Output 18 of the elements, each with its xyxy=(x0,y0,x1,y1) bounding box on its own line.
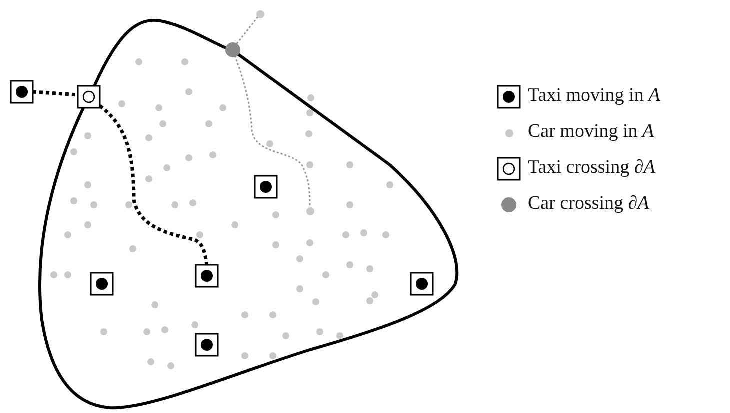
car-dot xyxy=(306,206,314,216)
taxi-marker xyxy=(195,264,219,288)
taxi-marker xyxy=(10,80,34,104)
car-trajectory xyxy=(234,56,311,207)
car-trajectory xyxy=(235,16,259,46)
taxi-marker xyxy=(410,272,434,296)
legend-label: Car crossing ∂A xyxy=(528,193,650,215)
legend-label: Taxi moving in A xyxy=(528,85,660,107)
crossing-car-dot xyxy=(225,42,241,58)
legend-label: Taxi crossing ∂A xyxy=(528,157,656,179)
taxi-marker xyxy=(254,175,278,199)
legend-label: Car moving in A xyxy=(528,121,654,143)
taxi-trajectory xyxy=(98,104,209,266)
taxi-trajectory xyxy=(32,90,78,97)
taxi-marker xyxy=(195,333,219,357)
crossing-taxi-marker xyxy=(77,85,101,109)
taxi-marker xyxy=(90,272,114,296)
car-dot xyxy=(256,10,264,18)
